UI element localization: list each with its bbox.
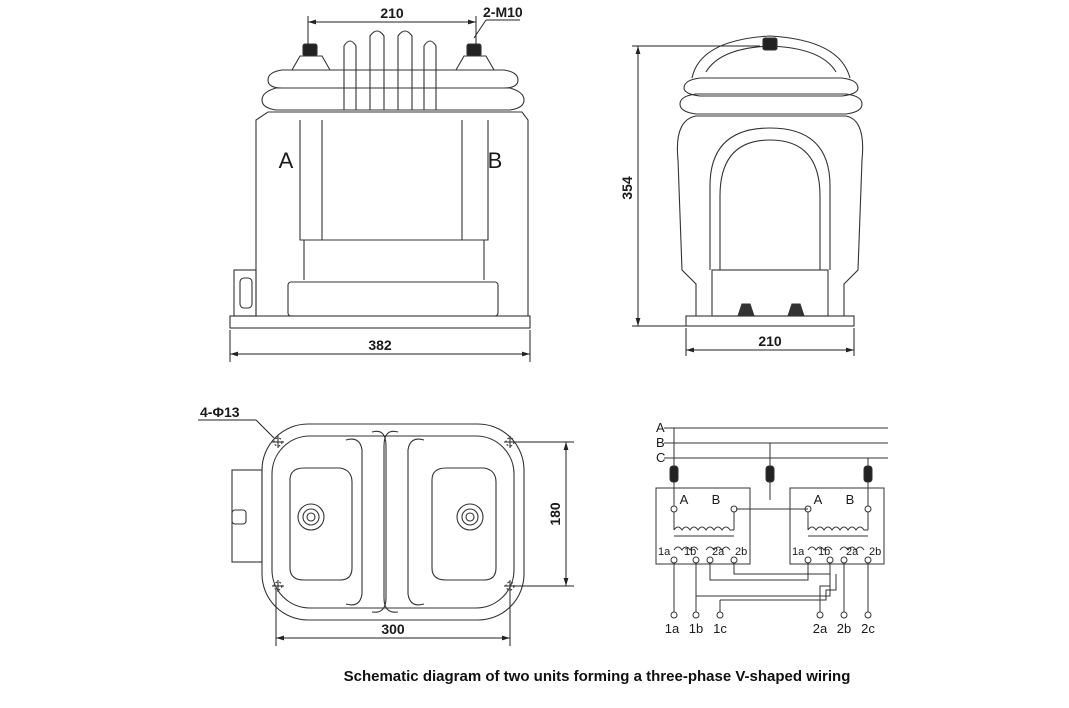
top-dim-depth: 180 [547, 502, 563, 526]
bus-label-b: B [656, 435, 665, 450]
front-view [229, 30, 531, 329]
top-view [231, 423, 525, 621]
front-shed-lower [261, 87, 525, 111]
front-shed-upper [267, 69, 519, 89]
unit-1-winding-2b: 2b [735, 546, 747, 558]
fuse-b [765, 465, 775, 483]
front-dimensions [229, 16, 531, 362]
top-outline [261, 423, 525, 621]
output-1a: 1a [665, 621, 680, 636]
unit-1-winding-1a: 1a [658, 546, 671, 558]
output-1b: 1b [689, 621, 703, 636]
side-view [676, 35, 864, 327]
unit-2-label-a: A [814, 492, 823, 507]
diagram-caption: Schematic diagram of two units forming a… [343, 668, 851, 685]
unit-1-winding-2a: 2a [712, 546, 725, 558]
unit-2-box [789, 487, 885, 565]
unit-1-winding-1b: 1b [684, 546, 696, 558]
front-body [255, 111, 529, 316]
side-dim-height: 354 [619, 176, 635, 200]
output-1c: 1c [713, 621, 727, 636]
front-dim-width: 382 [368, 337, 392, 353]
top-bushing-right [431, 467, 497, 581]
unit-1-box [655, 487, 751, 565]
front-dim-bolt: 2-M10 [483, 4, 523, 20]
output-2a: 2a [813, 621, 828, 636]
top-dimensions [198, 419, 574, 646]
unit-2-label-b: B [846, 492, 855, 507]
fuse-c [863, 465, 873, 483]
bus-label-a: A [656, 420, 665, 435]
unit-2-winding-2a: 2a [846, 546, 859, 558]
fuse-a [669, 465, 679, 483]
unit-1-label-a: A [680, 492, 689, 507]
side-dimensions [632, 45, 855, 356]
side-base-plate [685, 315, 855, 327]
top-dim-holes: 4-Φ13 [200, 404, 240, 420]
top-dim-width: 300 [381, 621, 405, 637]
unit-1-label-b: B [712, 492, 721, 507]
side-body [676, 115, 864, 316]
side-terminal [762, 37, 778, 51]
unit-2-winding-2b: 2b [869, 546, 881, 558]
output-2b: 2b [837, 621, 851, 636]
front-label-a: A [279, 148, 294, 173]
unit-2-winding-1a: 1a [792, 546, 805, 558]
top-bushing-left [289, 467, 353, 581]
side-window [719, 139, 821, 270]
front-label-b: B [488, 148, 503, 173]
wiring-schematic [655, 427, 888, 619]
front-terminal-left [302, 43, 318, 57]
bus-label-c: C [656, 450, 665, 465]
output-2c: 2c [861, 621, 875, 636]
front-terminal-right [466, 43, 482, 57]
side-dim-width: 210 [758, 333, 782, 349]
front-dim-terminal-spacing: 210 [380, 5, 404, 21]
front-base-plate [229, 315, 531, 329]
side-dome [691, 35, 851, 79]
unit-2-winding-1b: 1b [818, 546, 830, 558]
front-core [299, 120, 489, 241]
